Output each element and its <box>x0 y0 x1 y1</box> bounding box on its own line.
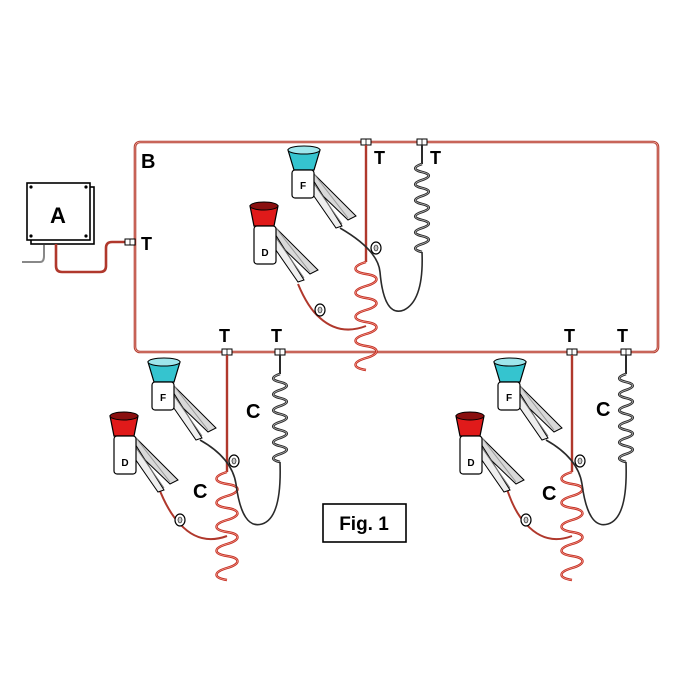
caption-text: Fig. 1 <box>339 514 389 535</box>
drop-station-left: T T C C F D <box>109 326 289 582</box>
label-t-top-2: T <box>430 148 441 168</box>
label-t-feed: T <box>141 234 152 254</box>
label-c-left-black: C <box>246 401 260 423</box>
label-c-right-red: C <box>542 483 556 505</box>
main-pipe-loop <box>133 140 660 354</box>
drop-station-right: T T C C F D <box>455 326 635 582</box>
label-t-right-1: T <box>564 326 575 346</box>
label-b: B <box>141 151 155 173</box>
label-d-right: D <box>467 458 474 469</box>
label-t-right-2: T <box>617 326 628 346</box>
main-pipe-loop-highlight <box>134 141 659 353</box>
label-t-top-1: T <box>374 148 385 168</box>
label-c-left-red: C <box>193 481 207 503</box>
label-d-top: D <box>261 248 268 259</box>
label-c-right-black: C <box>596 399 610 421</box>
label-t-left-2: T <box>271 326 282 346</box>
compressor-box: A <box>22 182 95 263</box>
label-f-right: F <box>506 393 512 404</box>
drop-station-top: T T F D <box>249 138 441 372</box>
label-t-left-1: T <box>219 326 230 346</box>
label-a: A <box>50 203 66 228</box>
label-f-left: F <box>160 393 166 404</box>
figure-caption: Fig. 1 <box>322 503 407 543</box>
label-d-left: D <box>121 458 128 469</box>
tee-fitting <box>124 238 136 246</box>
feed-pipe <box>54 240 135 274</box>
label-f-top: F <box>300 181 306 192</box>
